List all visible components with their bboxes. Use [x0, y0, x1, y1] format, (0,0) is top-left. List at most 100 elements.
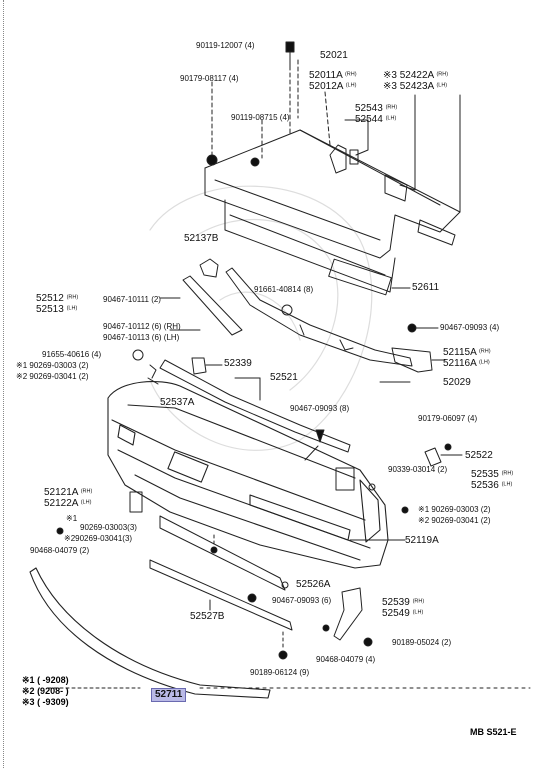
label-52526A: 52526A [296, 579, 331, 590]
label-91655-40616: 91655-40616 (4) [42, 350, 102, 359]
label-52527B: 52527B [190, 611, 225, 622]
label-90269-03041-3: ※290269-03041(3) [64, 534, 133, 543]
part-number: 52544 [355, 114, 383, 125]
part-number: 52535 [471, 469, 499, 480]
side-marker: (RH) [385, 104, 398, 111]
label-52522: 52522 [465, 450, 493, 461]
side-marker: (LH) [80, 499, 92, 506]
legend-range: ( -9309) [37, 697, 69, 707]
label-52422A: ※3 52422A (RH) [383, 71, 448, 81]
part-number: 52116A [443, 358, 477, 369]
label-90269-03003-3: 90269-03003(3) [80, 523, 137, 532]
diagram-code: MB S521-E [470, 727, 517, 737]
side-marker: (RH) [436, 71, 449, 78]
part-number: ※3 52422A [383, 70, 434, 81]
side-marker: (LH) [478, 359, 490, 366]
label-52711-highlighted[interactable]: 52711 [151, 688, 187, 702]
label-52535: 52535 (RH) [471, 470, 513, 480]
label-52611: 52611 [412, 282, 440, 293]
label-90179-06097: 90179-06097 (4) [418, 414, 478, 423]
label-52011A: 52011A (RH) [309, 71, 357, 81]
side-marker: (RH) [344, 71, 357, 78]
bumper-cover [107, 381, 389, 569]
label-90189-06124: 90189-06124 (9) [250, 668, 310, 677]
label-90269-03003-a: ※1 90269-03003 (2) [16, 361, 89, 370]
label-52137B: 52137B [184, 233, 219, 244]
label-90189-05024: 90189-05024 (2) [392, 638, 452, 647]
label-90468-04079-4: 90468-04079 (4) [316, 655, 376, 664]
label-90467-10113: 90467-10113 (6) (LH) [103, 333, 180, 342]
label-90269-03003-b: ※1 90269-03003 (2) [418, 505, 491, 514]
label-90119-08715: 90119-08715 (4) [231, 113, 290, 122]
label-52339: 52339 [224, 358, 252, 369]
side-marker: (LH) [501, 481, 513, 488]
legend-mark: ※3 [22, 697, 35, 707]
label-52423A: ※3 52423A (LH) [383, 82, 447, 92]
legend-row: ※1 ( -9208) [22, 675, 69, 686]
label-90179-08117: 90179-08117 (4) [180, 74, 239, 83]
page-border [3, 0, 4, 768]
legend-range: ( -9208) [37, 675, 69, 685]
part-number: 52543 [355, 103, 383, 114]
label-52543: 52543 (RH) [355, 104, 397, 114]
label-90269-03041-a: ※2 90269-03041 (2) [16, 372, 89, 381]
label-90119-12007: 90119-12007 (4) [196, 41, 255, 50]
label-90467-10112: 90467-10112 (6) (RH) [103, 322, 181, 331]
label-52115A: 52115A (RH) [443, 348, 491, 358]
date-range-legend: ※1 ( -9208) ※2 (9208- ) ※3 ( -9309) [22, 675, 69, 708]
label-52121A: 52121A (RH) [44, 488, 92, 498]
part-number: 52121A [44, 487, 78, 498]
label-90467-09093-8: 90467-09093 (8) [290, 404, 350, 413]
label-52512: 52512 (RH) [36, 294, 78, 304]
part-number: 52115A [443, 347, 477, 358]
part-number: 52012A [309, 81, 343, 92]
part-number: 52011A [309, 70, 343, 81]
label-star1: ※1 [66, 514, 78, 523]
side-marker: (RH) [478, 348, 491, 355]
lower-spoiler-52711 [29, 567, 271, 699]
label-52513: 52513 (LH) [36, 305, 77, 315]
bolt-90119-12007 [285, 41, 295, 67]
label-52536: 52536 (LH) [471, 481, 512, 491]
label-90467-10111: 90467-10111 (2) [103, 295, 161, 304]
legend-range: (9208- ) [37, 686, 69, 696]
side-marker: (RH) [80, 488, 93, 495]
label-52116A: 52116A (LH) [443, 359, 490, 369]
label-52012A: 52012A (LH) [309, 82, 356, 92]
label-52549: 52549 (LH) [382, 609, 423, 619]
side-marker: (LH) [345, 82, 357, 89]
label-90468-04079-2: 90468-04079 (2) [30, 546, 90, 555]
side-marker: (LH) [66, 305, 78, 312]
label-52021: 52021 [320, 50, 348, 61]
side-marker: (RH) [66, 294, 79, 301]
part-number: 52536 [471, 480, 499, 491]
watermark-logo [149, 185, 373, 451]
label-52537A: 52537A [160, 397, 195, 408]
legend-row: ※3 ( -9309) [22, 697, 69, 708]
label-90339-03014: 90339-03014 (2) [388, 465, 448, 474]
label-91661-40814: 91661-40814 (8) [254, 285, 314, 294]
side-marker: (LH) [385, 115, 397, 122]
label-52029: 52029 [443, 377, 471, 388]
label-52122A: 52122A (LH) [44, 499, 91, 509]
legend-mark: ※2 [22, 686, 35, 696]
part-number: ※3 52423A [383, 81, 434, 92]
label-52119A: 52119A [405, 535, 439, 546]
legend-mark: ※1 [22, 675, 35, 685]
label-90467-09093-4: 90467-09093 (4) [440, 323, 500, 332]
label-90467-09093-6: 90467-09093 (6) [272, 596, 332, 605]
label-52539: 52539 (RH) [382, 598, 424, 608]
label-90269-03041-b: ※2 90269-03041 (2) [418, 516, 491, 525]
part-number: 52122A [44, 498, 78, 509]
legend-row: ※2 (9208- ) [22, 686, 69, 697]
side-marker: (RH) [412, 598, 425, 605]
part-number: 52539 [382, 597, 410, 608]
side-marker: (RH) [501, 470, 514, 477]
part-number: 52513 [36, 304, 64, 315]
label-52544: 52544 (LH) [355, 115, 396, 125]
side-marker: (LH) [436, 82, 448, 89]
part-number: 52549 [382, 608, 410, 619]
label-52521: 52521 [270, 372, 298, 383]
part-number: 52512 [36, 293, 64, 304]
